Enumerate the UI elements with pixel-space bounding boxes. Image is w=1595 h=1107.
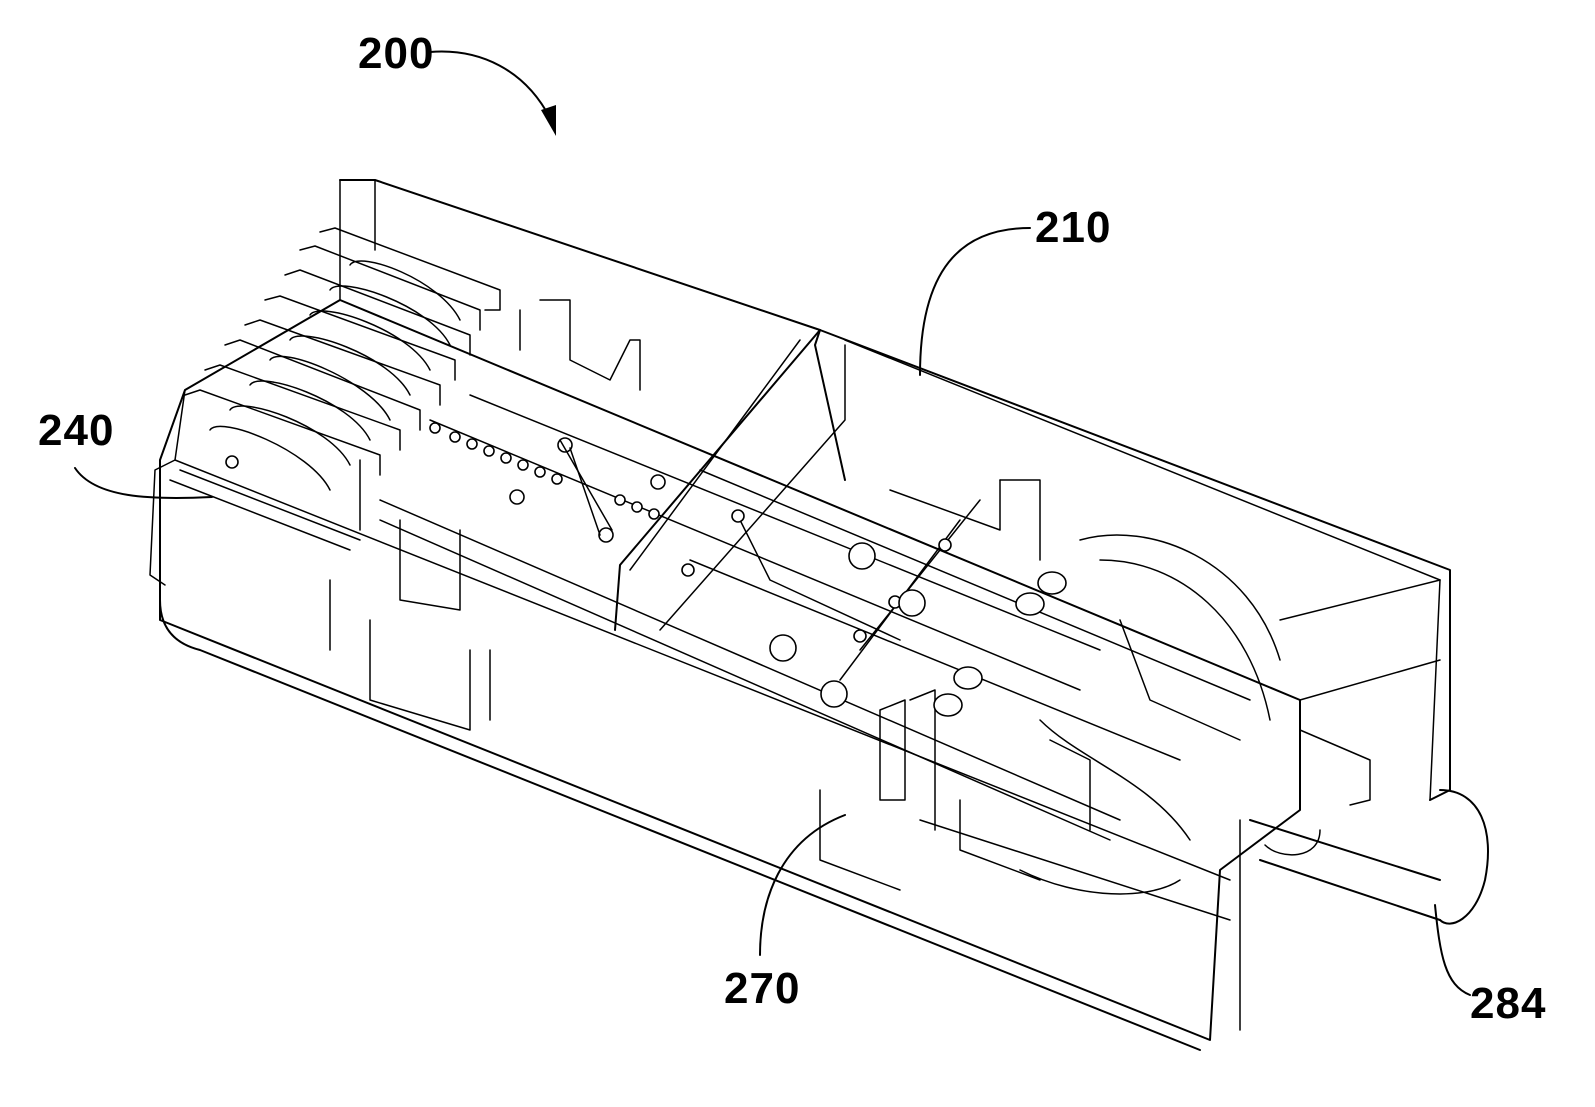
cable: [1250, 730, 1488, 924]
leader-210: [920, 228, 1030, 375]
leader-284: [1435, 905, 1470, 995]
label-240: 240: [38, 406, 114, 455]
label-210: 210: [1035, 203, 1111, 252]
leader-270: [760, 815, 845, 955]
contact-blades: [170, 228, 500, 550]
label-284: 284: [1470, 979, 1546, 1028]
connector-housing: [150, 180, 1450, 1050]
pcb-holes: [226, 423, 951, 642]
fastener-pins: [770, 543, 1066, 716]
label-270: 270: [724, 964, 800, 1013]
leader-240: [75, 468, 212, 498]
label-200: 200: [358, 29, 434, 78]
curved-arrow-icon: [430, 52, 556, 136]
